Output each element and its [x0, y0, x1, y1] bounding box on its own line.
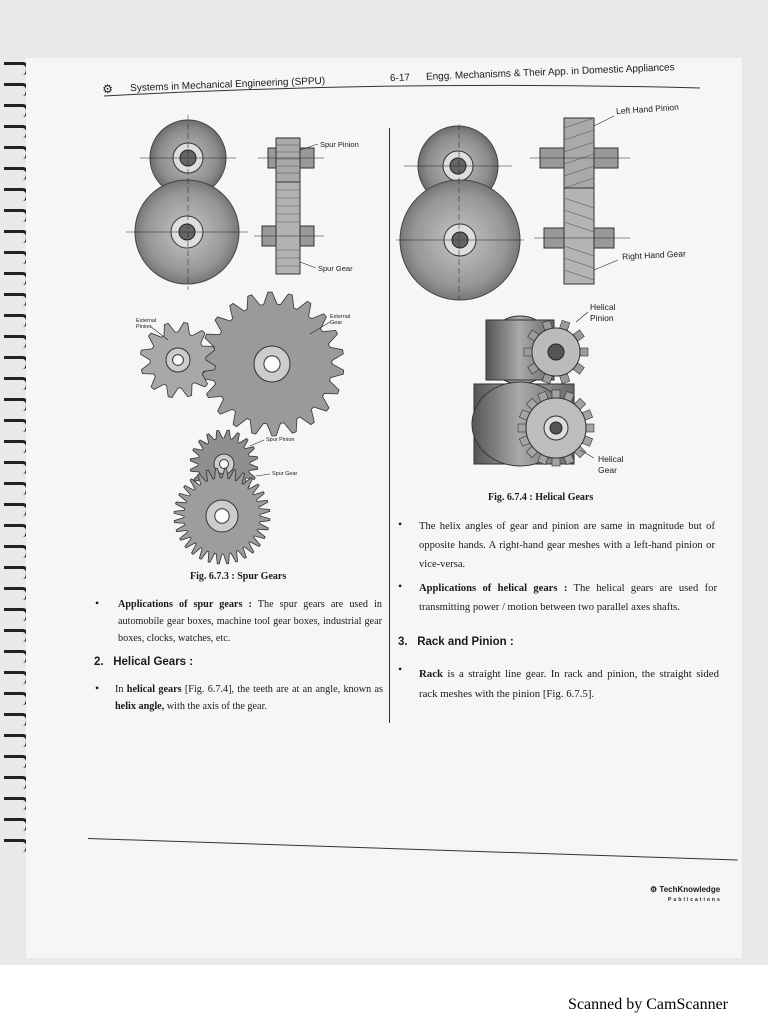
label-helical-gear-line2: Gear [598, 465, 617, 475]
helical-applications-text: The helical gears are used for transmitt… [419, 583, 717, 613]
helical-bold-1: helical gears [126, 684, 182, 695]
paragraph-helical-applications: Applications of helical gears : The heli… [419, 579, 717, 617]
paragraph-spur-applications: Applications of spur gears : The spur ge… [118, 596, 382, 647]
spur-applications-bold: Applications of spur gears : [118, 599, 252, 610]
publisher-logo-icon: ⚙ [650, 885, 660, 894]
spur-gears-side-view-diagram [126, 115, 324, 290]
paragraph-rack: Rack is a straight line gear. In rack an… [419, 664, 719, 704]
heading-2-number: 2. [94, 656, 104, 668]
label-spur-pinion-bottom: Spur Pinion [266, 437, 295, 443]
helical-text-3: with the axis of the gear. [164, 701, 267, 712]
helical-applications-bold: Applications of helical gears : [419, 583, 568, 594]
publisher-name: TechKnowledge [659, 885, 721, 894]
heading-3-number: 3. [398, 636, 408, 648]
bullet-icon: • [398, 662, 403, 676]
bullet-icon: • [398, 517, 403, 531]
bullet-icon: • [398, 579, 403, 593]
label-helical-pinion-line2: Pinion [590, 313, 614, 323]
paragraph-helix-angles: The helix angles of gear and pinion are … [419, 521, 715, 570]
heading-helical-gears: 2. Helical Gears : [94, 656, 193, 668]
helical-gears-side-view-diagram [396, 115, 630, 301]
heading-3-title: Rack and Pinion : [417, 636, 514, 648]
label-external-pinion: External Pinion [136, 318, 157, 330]
bullet-icon: • [95, 681, 100, 695]
scanner-watermark: Scanned by CamScanner [568, 996, 728, 1013]
helical-text-2: [Fig. 6.7.4], the teeth are at an angle,… [181, 684, 383, 695]
spur-gears-3d-diagram [173, 429, 271, 565]
rack-bold: Rack [419, 668, 443, 680]
column-divider [389, 128, 390, 723]
figure-caption-helical-gears: Fig. 6.7.4 : Helical Gears [488, 492, 594, 503]
helical-bold-2: helix angle, [115, 701, 165, 712]
label-helical-gear-line1: Helical [598, 454, 624, 464]
label-helical-pinion: Helical Pinion [590, 302, 616, 324]
figure-caption-spur-gears: Fig. 6.7.3 : Spur Gears [190, 571, 287, 582]
label-external-gear: External Gear [330, 314, 351, 326]
label-spur-pinion-top: Spur Pinion [320, 140, 359, 149]
label-helical-pinion-line1: Helical [590, 302, 616, 312]
helical-gears-3d-diagram [471, 311, 595, 467]
spur-applications-text: The spur gears are used in automobile ge… [118, 599, 383, 644]
publisher-logo: ⚙ TechKnowledge Publications [650, 885, 722, 903]
publisher-subtitle: Publications [668, 897, 722, 903]
header-rule [103, 84, 701, 97]
rack-text: is a straight line gear. In rack and pin… [419, 668, 719, 700]
external-spur-gears-diagram [140, 291, 345, 437]
heading-rack-and-pinion: 3. Rack and Pinion : [398, 636, 514, 648]
label-spur-gear-top: Spur Gear [318, 264, 353, 273]
bullet-icon: • [95, 596, 100, 610]
heading-2-title: Helical Gears : [113, 656, 194, 668]
label-spur-gear-bottom: Spur Gear [272, 471, 298, 477]
paragraph-helical-intro: In helical gears [Fig. 6.7.4], the teeth… [115, 681, 383, 715]
label-helical-gear: Helical Gear [598, 454, 624, 476]
helical-text-1: In [115, 684, 127, 695]
